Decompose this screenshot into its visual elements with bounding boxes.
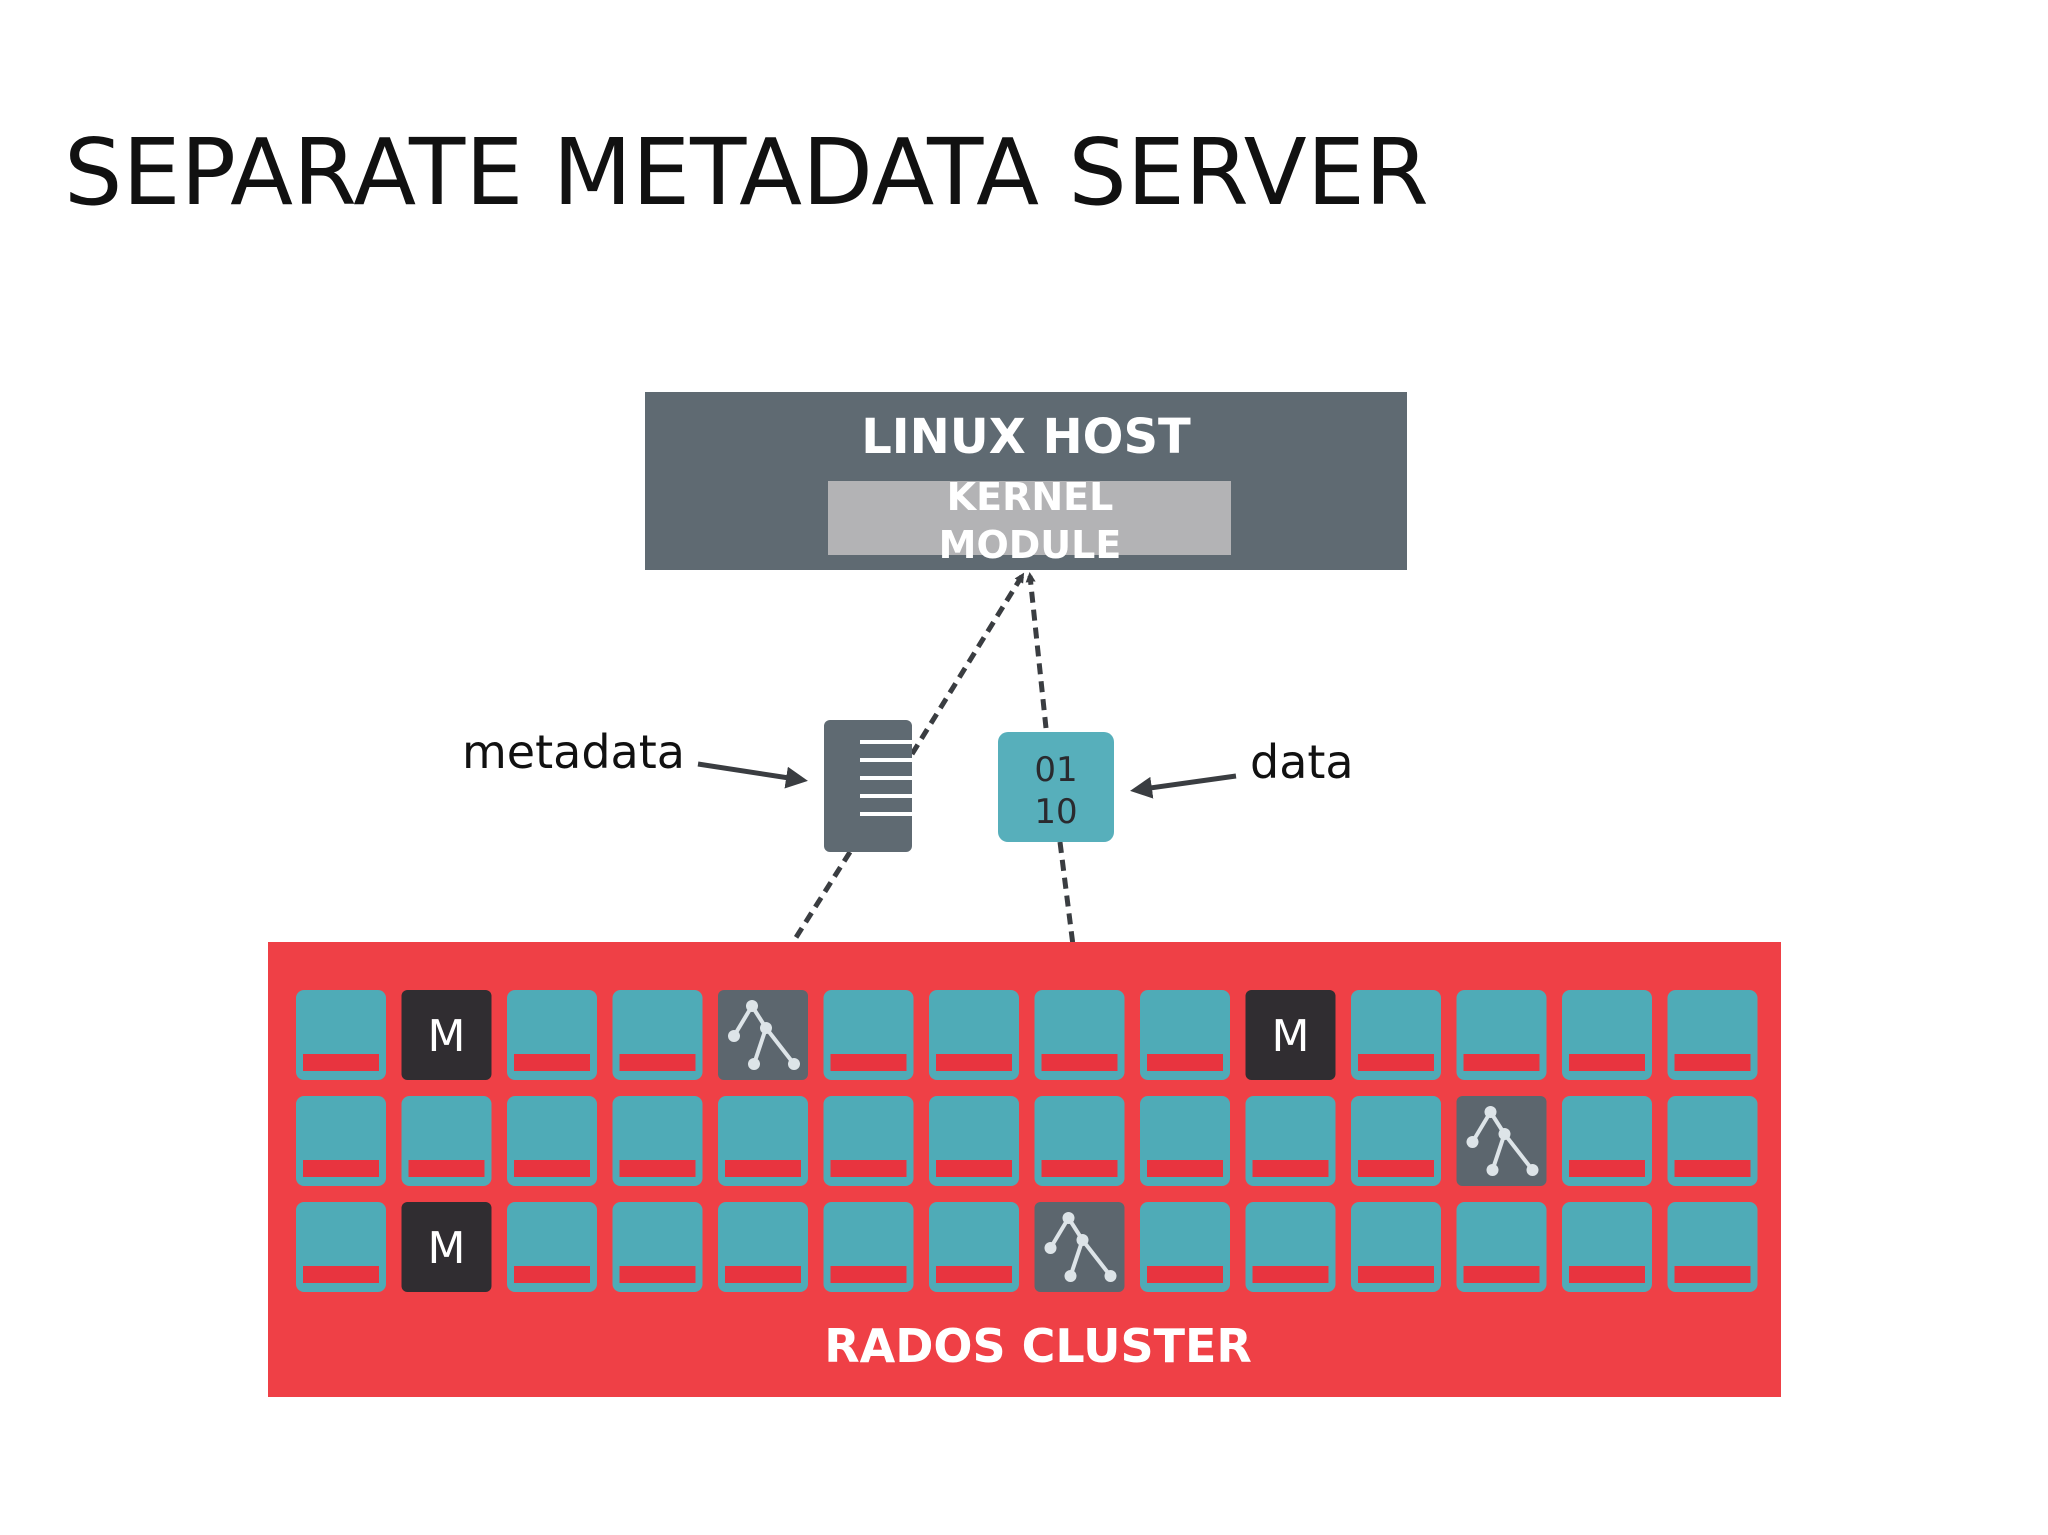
osd-node [929,1202,1019,1292]
metadata-label: metadata [462,725,685,779]
rados-cluster-label: RADOS CLUSTER [824,1319,1252,1373]
osd-node [823,990,914,1080]
data-chip-line2: 10 [1034,792,1077,832]
rados-cluster: M M M RADOS CLUSTER [268,942,1781,1397]
monitor-letter: M [1272,1011,1310,1062]
metadata-document [824,720,912,852]
slide-title: SEPARATE METADATA SERVER [64,119,1429,226]
mds-node [1456,1096,1547,1186]
tree-hierarchy-icon [1466,1106,1539,1176]
osd-node [1140,1096,1230,1186]
data-to-host-line [1025,572,1049,729]
osd-node [612,1202,703,1292]
osd-node [1034,1096,1125,1186]
monitor-node: M [1245,990,1336,1080]
cluster-nodes: M M M [296,990,1758,1292]
osd-node [929,990,1019,1080]
osd-node [718,1202,808,1292]
osd-node [1245,1202,1336,1292]
osd-node [612,990,703,1080]
monitor-letter: M [428,1223,466,1274]
osd-node [1562,1096,1652,1186]
osd-node [612,1096,703,1186]
osd-node [1351,1096,1441,1186]
tree-hierarchy-icon [1044,1212,1117,1282]
osd-node [1140,1202,1230,1292]
monitor-letter: M [428,1011,466,1062]
osd-node [718,1096,808,1186]
osd-node [1456,1202,1547,1292]
data-label: data [1250,735,1354,789]
osd-node [296,990,386,1080]
osd-node [1562,990,1652,1080]
osd-node [296,1202,386,1292]
osd-node [507,1202,597,1292]
data-chip: 01 10 [998,732,1114,842]
metadata-label-arrow [697,761,808,789]
osd-node [296,1096,386,1186]
osd-node [1562,1202,1652,1292]
kernel-module-box [828,481,1231,555]
linux-host: LINUX HOST KERNEL MODULE [645,392,1407,570]
data-to-osd-line [1057,841,1083,989]
osd-node [1667,1202,1758,1292]
osd-node [507,990,597,1080]
data-label-arrow [1130,773,1237,799]
mds-node [1034,1202,1125,1292]
osd-node [823,1202,914,1292]
osd-node [929,1096,1019,1186]
osd-node [1245,1096,1336,1186]
osd-node [1456,990,1547,1080]
osd-node [1667,1096,1758,1186]
osd-node [1351,1202,1441,1292]
osd-node [1034,990,1125,1080]
osd-node [507,1096,597,1186]
linux-host-title: LINUX HOST [861,409,1191,465]
monitor-node: M [401,1202,492,1292]
kernel-module-line1: KERNEL [947,475,1114,519]
osd-node [823,1096,914,1186]
mds-node [718,990,808,1080]
osd-node [1351,990,1441,1080]
data-chip-box [998,732,1114,842]
monitor-node: M [401,990,492,1080]
osd-node [1667,990,1758,1080]
osd-node [1140,990,1230,1080]
data-chip-line1: 01 [1034,750,1077,790]
metadata-to-host-line [909,572,1025,756]
osd-node [401,1096,492,1186]
kernel-module-line2: MODULE [939,523,1122,567]
document-icon [824,720,912,852]
tree-hierarchy-icon [728,1000,800,1070]
